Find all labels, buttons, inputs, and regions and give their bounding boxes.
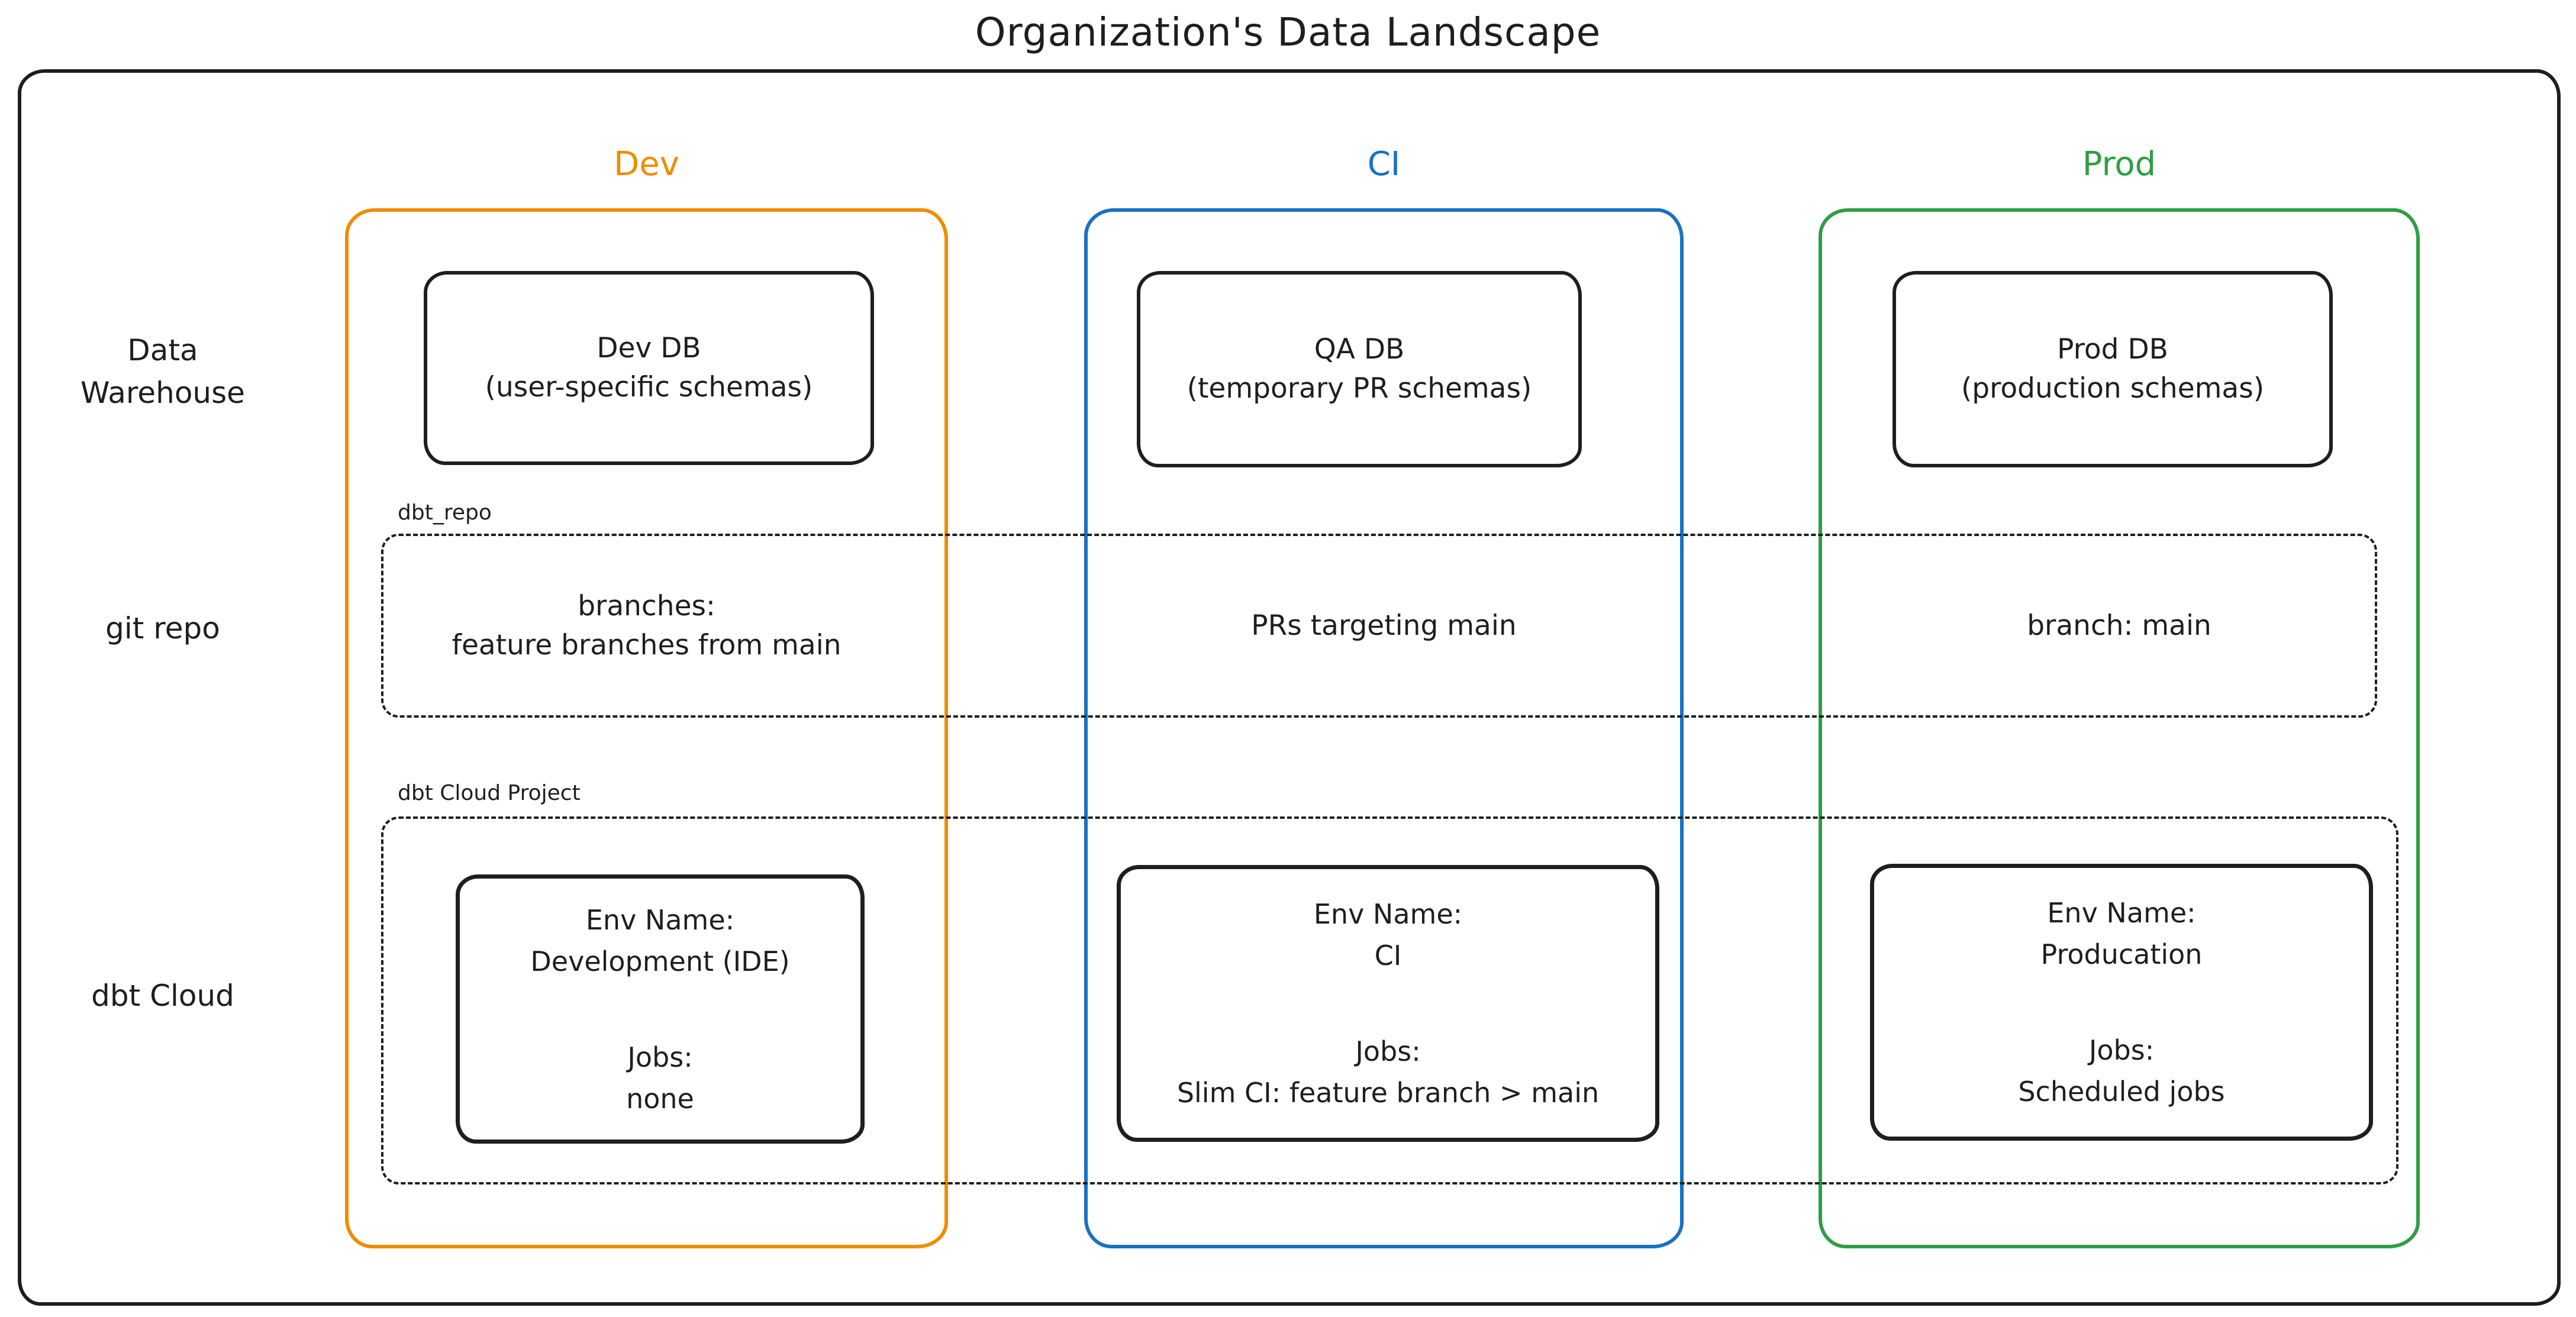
git-text-ci-line1: PRs targeting main [1251,609,1517,642]
dev-db-subtitle: (user-specific schemas) [485,371,813,404]
qa-db-title: QA DB [1314,333,1405,366]
row-label-data-warehouse-line2: Warehouse [80,376,245,410]
qa-db-subtitle: (temporary PR schemas) [1187,372,1532,405]
env-ci-name-label: Env Name: [1313,898,1463,930]
row-label-data-warehouse: Data Warehouse [24,329,302,414]
env-box-prod: Env Name: Producation Jobs: Scheduled jo… [1870,864,2373,1141]
env-prod-name-label: Env Name: [2047,897,2196,929]
git-text-ci: PRs targeting main [1084,534,1684,718]
dbt-cloud-group [381,816,2398,1184]
env-ci-name: CI [1374,940,1402,971]
env-ci-jobs-label: Jobs: [1355,1035,1421,1067]
env-ci-jobs: Slim CI: feature branch > main [1176,1077,1600,1109]
row-label-git-repo: git repo [105,611,220,645]
row-label-data-warehouse-line1: Data [127,333,198,367]
prod-db-title: Prod DB [2057,333,2168,366]
column-prod [1819,208,2420,1248]
column-header-dev: Dev [614,144,679,183]
git-text-dev-line2: feature branches from main [452,628,842,661]
git-text-prod: branch: main [1819,534,2420,718]
prod-db-subtitle: (production schemas) [1961,372,2265,405]
git-repo-group [381,534,2377,718]
env-prod-jobs-label: Jobs: [2088,1034,2155,1066]
dev-db-box: Dev DB (user-specific schemas) [424,271,874,465]
column-header-ci: CI [1367,144,1401,183]
column-header-prod: Prod [2082,144,2156,183]
column-ci [1084,208,1684,1248]
git-text-dev-line1: branches: [578,589,715,622]
env-dev-jobs: none [626,1082,694,1115]
env-dev-name-label: Env Name: [585,903,735,936]
diagram-title: Organization's Data Landscape [975,9,1601,55]
qa-db-box: QA DB (temporary PR schemas) [1137,271,1582,467]
dbt-cloud-group-label: dbt Cloud Project [398,781,581,805]
env-prod-name: Producation [2040,938,2203,970]
row-label-dbt-cloud: dbt Cloud [91,979,234,1013]
env-prod-jobs: Scheduled jobs [2018,1076,2225,1108]
prod-db-box: Prod DB (production schemas) [1892,271,2333,467]
dev-db-title: Dev DB [597,332,701,364]
outer-frame [18,69,2561,1306]
env-dev-jobs-label: Jobs: [627,1041,693,1073]
env-box-ci: Env Name: CI Jobs: Slim CI: feature bran… [1117,865,1659,1142]
column-dev [345,208,948,1248]
env-box-dev: Env Name: Development (IDE) Jobs: none [456,874,865,1144]
git-text-dev: branches: feature branches from main [345,534,948,718]
git-repo-group-label: dbt_repo [398,501,492,525]
git-text-prod-line1: branch: main [2027,609,2211,642]
env-dev-name: Development (IDE) [530,945,790,977]
